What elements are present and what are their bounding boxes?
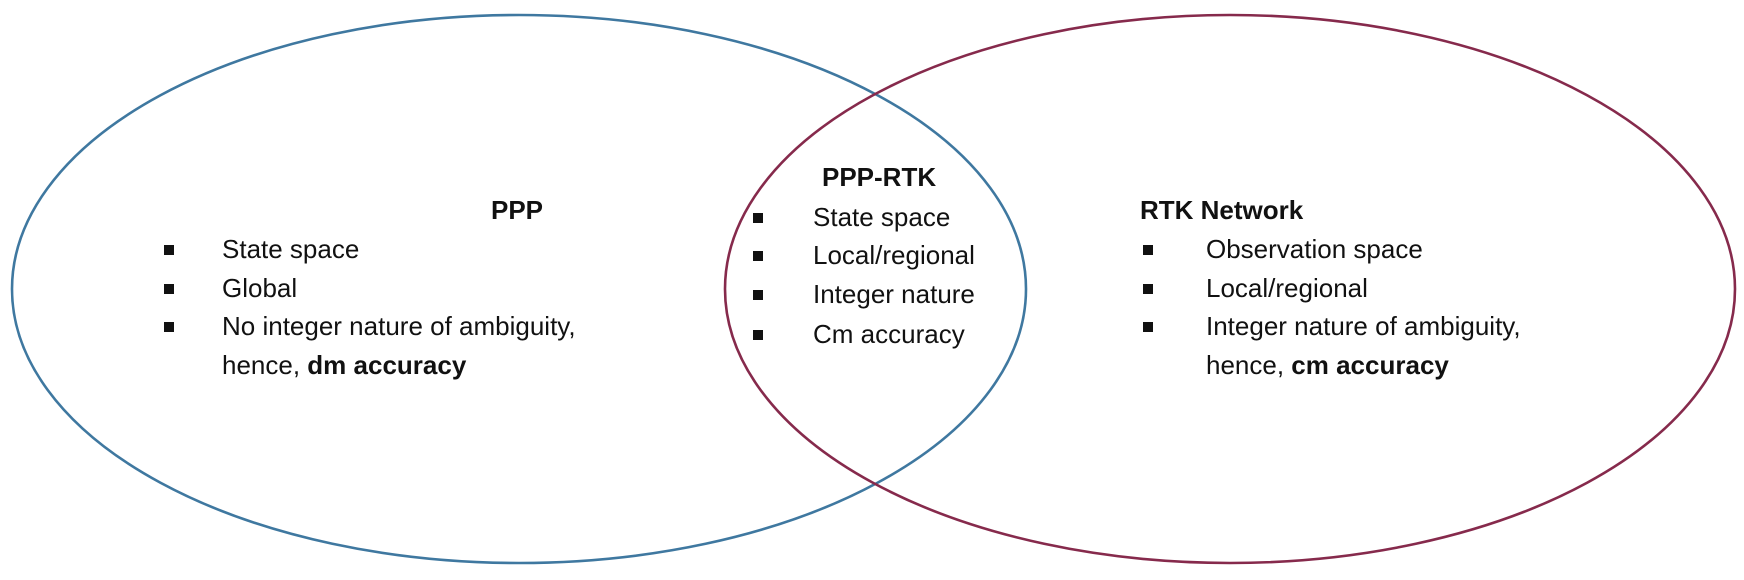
ppp-item-state-space: State space: [222, 234, 360, 264]
bullet-icon: [753, 213, 763, 223]
ppp-rtk-item-state-space: State space: [813, 202, 951, 232]
ppp-hence-text: hence,: [222, 350, 308, 380]
ppp-rtk-title: PPP-RTK: [822, 162, 937, 192]
rtk-hence-text: hence,: [1206, 350, 1292, 380]
bullet-icon: [164, 284, 174, 294]
bullet-icon: [753, 251, 763, 261]
ppp-item-ambiguity-cont: hence, dm accuracy: [222, 346, 466, 385]
rtk-item-ambiguity-cont: hence, cm accuracy: [1206, 346, 1449, 385]
bullet-icon: [1143, 245, 1153, 255]
ppp-title: PPP: [491, 195, 544, 225]
rtk-network-title: RTK Network: [1140, 195, 1304, 225]
ppp-rtk-item-cm-accuracy: Cm accuracy: [813, 319, 965, 349]
bullet-icon: [164, 322, 174, 332]
ppp-item-ambiguity: No integer nature of ambiguity,: [222, 311, 576, 341]
bullet-icon: [164, 245, 174, 255]
bullet-icon: [753, 330, 763, 340]
bullet-icon: [753, 290, 763, 300]
ppp-item-global: Global: [222, 273, 298, 303]
ppp-accuracy-emphasis: dm accuracy: [307, 350, 467, 380]
ppp-rtk-item-integer-nature: Integer nature: [813, 279, 975, 309]
rtk-item-observation-space: Observation space: [1206, 234, 1423, 264]
rtk-accuracy-emphasis: cm accuracy: [1291, 350, 1449, 380]
rtk-item-ambiguity: Integer nature of ambiguity,: [1206, 311, 1521, 341]
ppp-circle: [10, 13, 1028, 565]
bullet-icon: [1143, 322, 1153, 332]
rtk-network-circle: [723, 13, 1737, 565]
rtk-item-local-regional: Local/regional: [1206, 273, 1368, 303]
bullet-icon: [1143, 284, 1153, 294]
ppp-rtk-item-local-regional: Local/regional: [813, 240, 975, 270]
